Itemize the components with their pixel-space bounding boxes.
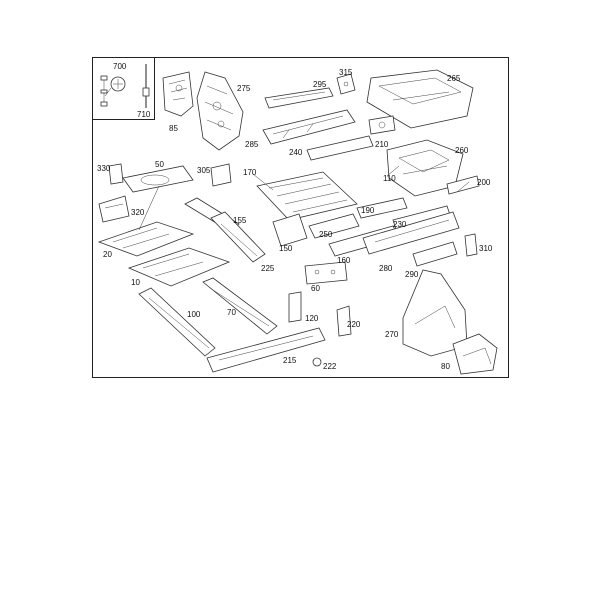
label-10: 10 (131, 278, 140, 287)
label-700: 700 (113, 62, 127, 71)
bracket-120-part (288, 291, 302, 323)
floor-170-part (256, 171, 358, 221)
label-270: 270 (385, 330, 399, 339)
label-170: 170 (243, 168, 257, 177)
label-265: 265 (447, 74, 461, 83)
rail-295-part (264, 87, 334, 109)
wheel-well-260-part (386, 139, 464, 197)
label-215: 215 (283, 356, 297, 365)
bracket-60-part (304, 261, 348, 285)
rail-285-part (262, 109, 356, 145)
label-315: 315 (339, 68, 353, 77)
label-250: 250 (319, 230, 333, 239)
bracket-305-part (210, 163, 232, 187)
parts-drawing (97, 64, 498, 375)
member-100-part (138, 287, 216, 357)
label-160: 160 (337, 256, 351, 265)
label-80: 80 (441, 362, 450, 371)
label-310: 310 (479, 244, 493, 253)
bracket-290-part (412, 241, 458, 267)
label-85: 85 (169, 124, 178, 133)
label-330: 330 (97, 164, 111, 173)
bracket-210-part (368, 115, 396, 135)
crossmember-200-part (446, 175, 480, 195)
floor-pan-20-part (97, 221, 195, 257)
label-150: 150 (279, 244, 293, 253)
member-70-part (202, 277, 278, 335)
rod-part (142, 64, 150, 108)
label-230: 230 (393, 220, 407, 229)
label-210: 210 (375, 140, 389, 149)
wheel-arch-270-part (402, 269, 468, 357)
member-250-part (308, 213, 360, 239)
bracket-315-part (336, 73, 356, 95)
crossmember-215-part (206, 327, 326, 373)
label-222: 222 (323, 362, 337, 371)
label-290: 290 (405, 270, 419, 279)
label-190: 190 (361, 206, 375, 215)
label-305: 305 (197, 166, 211, 175)
label-70: 70 (227, 308, 236, 317)
leader-lines (138, 165, 470, 231)
panel-50-part (122, 165, 194, 193)
label-200: 200 (477, 178, 491, 187)
label-295: 295 (313, 80, 327, 89)
label-320: 320 (131, 208, 145, 217)
label-20: 20 (103, 250, 112, 259)
bracket-320-part (98, 195, 130, 223)
bracket-220-part (336, 305, 352, 337)
bolt-assembly-part (100, 75, 126, 107)
label-275: 275 (237, 84, 251, 93)
label-220: 220 (347, 320, 361, 329)
label-280: 280 (379, 264, 393, 273)
label-710: 710 (137, 110, 151, 119)
bracket-240-part (306, 135, 374, 161)
bracket-150-part (272, 213, 308, 247)
rail-225-part (210, 211, 266, 263)
floor-tray-265-part (366, 69, 474, 129)
pillar-275-part (196, 71, 244, 151)
wheel-arch-80-part (452, 333, 498, 375)
label-60: 60 (311, 284, 320, 293)
label-285: 285 (245, 140, 259, 149)
member-190-part (356, 197, 408, 219)
pillar-85-part (162, 71, 194, 117)
label-110: 110 (383, 174, 396, 183)
label-240: 240 (289, 148, 303, 157)
crossmember-280-part (362, 211, 460, 255)
fastener-222-part (312, 357, 322, 367)
label-120: 120 (305, 314, 319, 323)
parts-diagram-frame: 700 710 85 275 295 315 265 285 240 210 2… (92, 57, 509, 378)
floor-pan-10-part (127, 247, 231, 287)
label-50: 50 (155, 160, 164, 169)
label-225: 225 (261, 264, 275, 273)
label-100: 100 (187, 310, 201, 319)
label-155: 155 (233, 216, 247, 225)
fastener-inset-box (93, 58, 155, 120)
label-260: 260 (455, 146, 469, 155)
bracket-310-part (464, 233, 478, 257)
bracket-330-part (108, 163, 124, 185)
